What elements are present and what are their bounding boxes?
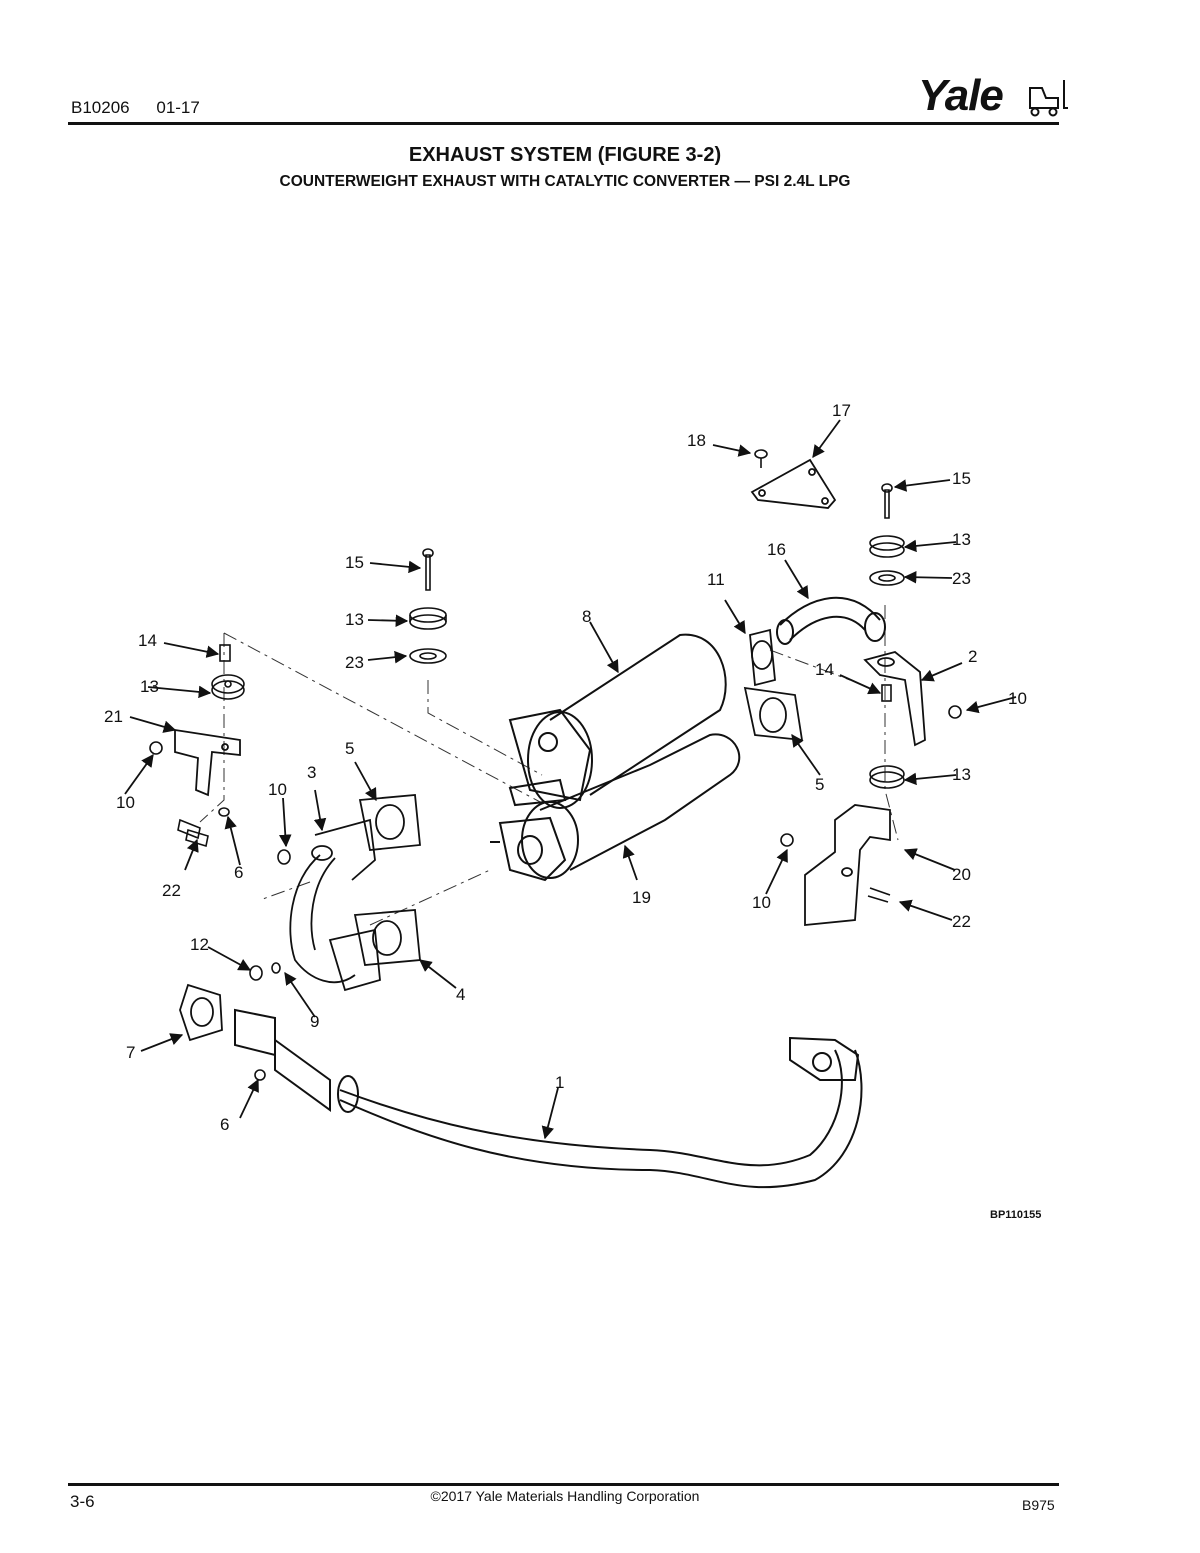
callout-7: 7 — [126, 1043, 135, 1062]
gasket-part-5-left — [358, 794, 421, 851]
isolator-parts-left — [149, 644, 245, 848]
bracket-part-21 — [174, 728, 241, 797]
callout-8: 8 — [582, 607, 591, 626]
callout-labels: 1 2 3 4 5 5 6 6 7 8 9 10 10 10 10 11 12 … — [104, 401, 1027, 1134]
callout-13-d: 13 — [952, 765, 971, 784]
header-rule — [68, 122, 1059, 125]
logo-wordmark: Yale — [918, 71, 1003, 120]
callout-15-b: 15 — [952, 469, 971, 488]
callout-13-a: 13 — [140, 677, 159, 696]
gasket-part-4 — [353, 909, 421, 966]
manual-code: B975 — [1022, 1497, 1055, 1513]
elbow-pipe-part-3 — [289, 818, 381, 992]
callout-13-c: 13 — [952, 530, 971, 549]
catalytic-converter-part-19 — [490, 733, 741, 882]
page-title: EXHAUST SYSTEM (FIGURE 3-2) — [408, 144, 722, 166]
callout-19: 19 — [632, 888, 651, 907]
isolator-parts-right — [869, 483, 905, 789]
callout-16: 16 — [767, 540, 786, 559]
bracket-part-2 — [863, 651, 926, 747]
callout-22-right: 22 — [952, 912, 971, 931]
callout-12: 12 — [190, 935, 209, 954]
exhaust-pipe-part-1 — [234, 1008, 863, 1189]
callout-10-a: 10 — [116, 793, 135, 812]
bracket-part-20 — [804, 804, 891, 926]
callout-4: 4 — [456, 985, 465, 1004]
page-number: 3-6 — [70, 1492, 95, 1511]
callout-14-b: 14 — [815, 660, 834, 679]
page-subtitle: COUNTERWEIGHT EXHAUST WITH CATALYTIC CON… — [279, 173, 851, 190]
doc-date: 01-17 — [156, 98, 200, 117]
callout-15-a: 15 — [345, 553, 364, 572]
yale-logo: Yale — [918, 71, 1068, 120]
callout-21: 21 — [104, 707, 123, 726]
copyright: ©2017 Yale Materials Handling Corporatio… — [430, 1488, 700, 1504]
callout-1: 1 — [555, 1073, 564, 1092]
hardware-nuts-bolts — [177, 705, 962, 1081]
callout-13-b: 13 — [345, 610, 364, 629]
callout-18: 18 — [687, 431, 706, 450]
forklift-icon — [1029, 80, 1068, 117]
callout-20: 20 — [952, 865, 971, 884]
header-doc-info: B10206 01-17 — [71, 98, 222, 118]
exhaust-system-diagram: 1 2 3 4 5 5 6 6 7 8 9 10 10 10 10 11 12 … — [104, 401, 1027, 1189]
muffler-part-8 — [508, 633, 727, 809]
callout-22-left: 22 — [162, 881, 181, 900]
clamp-part-11 — [749, 628, 776, 687]
callout-10-b: 10 — [268, 780, 287, 799]
callout-5-left: 5 — [345, 739, 354, 758]
figure-code: BP110155 — [990, 1209, 1042, 1221]
callout-11: 11 — [707, 570, 725, 589]
callout-23-a: 23 — [345, 653, 364, 672]
callout-9: 9 — [310, 1012, 319, 1031]
callout-2: 2 — [968, 647, 977, 666]
callout-10-c: 10 — [1008, 689, 1027, 708]
deflector-part-17 — [750, 458, 837, 509]
doc-number: B10206 — [71, 98, 130, 117]
callout-14-a: 14 — [138, 631, 157, 650]
gasket-part-5-right — [743, 686, 804, 742]
callout-5-right: 5 — [815, 775, 824, 794]
callout-3: 3 — [307, 763, 316, 782]
callout-23-b: 23 — [952, 569, 971, 588]
callout-leaders — [124, 419, 1017, 1140]
callout-10-d: 10 — [752, 893, 771, 912]
callout-6-upper: 6 — [234, 863, 243, 882]
isolator-parts-center — [409, 548, 447, 664]
callout-17: 17 — [832, 401, 851, 420]
rivet-part-18 — [754, 449, 768, 468]
callout-6-lower: 6 — [220, 1115, 229, 1134]
tail-pipe-part-16 — [776, 596, 886, 645]
footer-rule — [68, 1483, 1059, 1486]
flange-gasket-part-7 — [179, 983, 223, 1042]
